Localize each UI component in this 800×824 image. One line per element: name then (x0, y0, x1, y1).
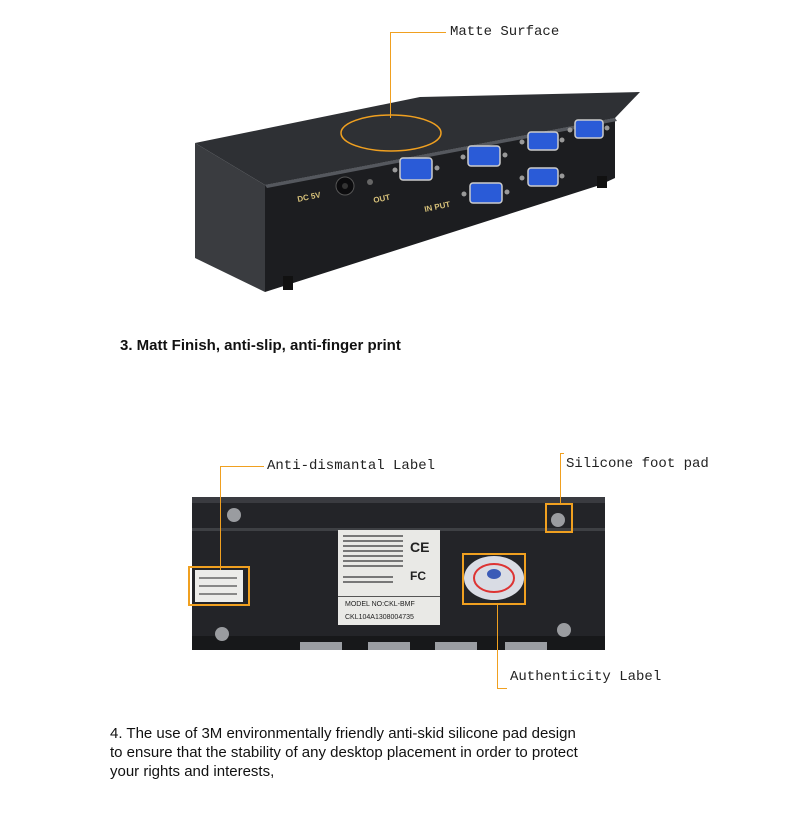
device-front-face (265, 118, 615, 292)
silicone-callout-line-h (560, 453, 564, 454)
vga-port-2 (527, 131, 559, 151)
paragraph-line: 4. The use of 3M environmentally friendl… (110, 725, 576, 742)
port-out-label: OUT (373, 193, 391, 205)
silicone-foot-highlight (545, 503, 573, 533)
silicone-callout-line-v (560, 453, 561, 503)
anti-dismantal-callout: Anti-dismantal Label (267, 458, 436, 474)
authenticity-callout-line-v (497, 605, 498, 689)
matte-callout-line-v (390, 32, 391, 118)
silicone-feet (215, 508, 571, 641)
device-left-side (195, 143, 265, 292)
section3-heading: 3. Matt Finish, anti-slip, anti-finger p… (120, 337, 401, 354)
model-label: MODEL NO:CKL-BMF (345, 601, 415, 608)
authenticity-highlight (462, 553, 526, 605)
svg-text:FC: FC (410, 569, 426, 583)
dismantle-callout-line-h (220, 466, 264, 467)
authenticity-label-callout: Authenticity Label (510, 669, 662, 685)
svg-text:CE: CE (410, 539, 429, 555)
paragraph-line: to ensure that the stability of any desk… (110, 744, 578, 761)
matte-surface-callout: Matte Surface (450, 24, 560, 40)
authenticity-callout-line-h (497, 688, 507, 689)
silicone-foot-pad-callout: Silicone foot pad (566, 456, 709, 472)
matte-callout-line-h (390, 32, 446, 33)
device-top-surface (195, 92, 640, 185)
section4-paragraph: 4. The use of 3M environmentally friendl… (110, 724, 710, 781)
paragraph-line: your rights and interests, (110, 763, 275, 780)
vga-port-out (399, 157, 433, 181)
matte-surface-marker (340, 114, 442, 152)
anti-dismantle-highlight (188, 566, 250, 606)
serial-label: CKL104A1308004735 (345, 614, 414, 621)
vga-port-1 (467, 145, 501, 167)
dismantle-callout-line-v (220, 466, 221, 570)
vga-port-4 (469, 182, 503, 204)
vga-port-3 (574, 119, 604, 139)
vga-port-5 (527, 167, 559, 187)
